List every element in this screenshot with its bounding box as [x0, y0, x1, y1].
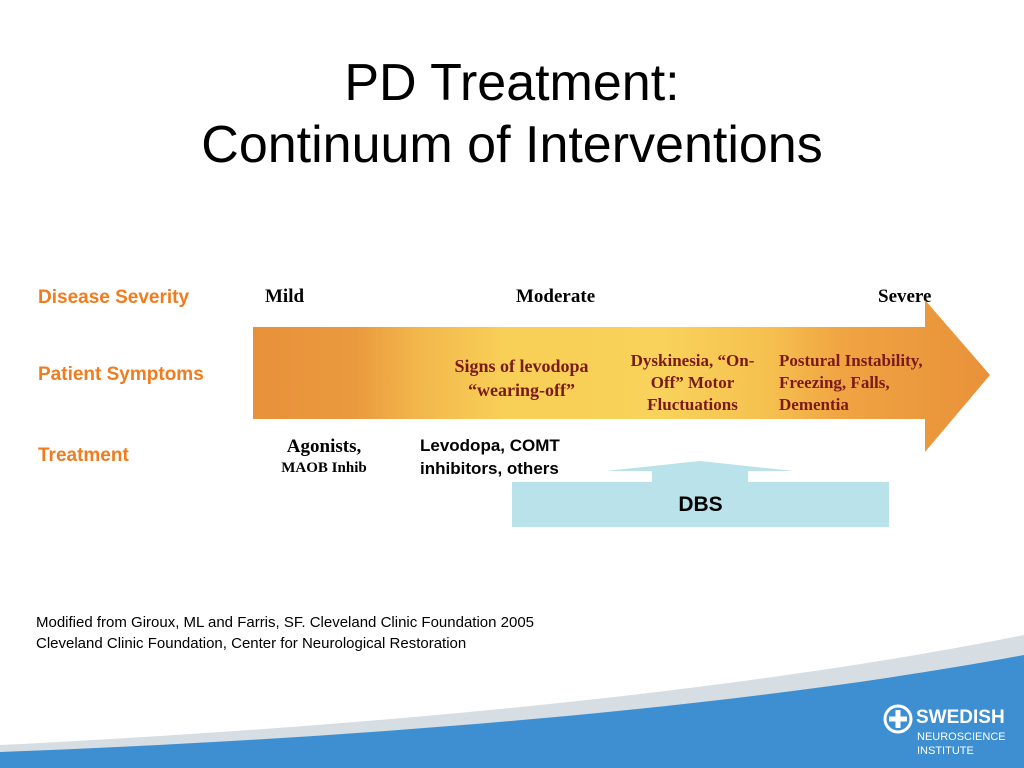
- symptom-wearing-off: Signs of levodopa “wearing-off”: [454, 356, 589, 400]
- severity-mild: Mild: [265, 286, 305, 307]
- symptom-postural-instability: Postural Instability, Freezing, Falls, D…: [779, 351, 923, 414]
- page-title: PD Treatment: Continuum of Interventions: [0, 52, 1024, 176]
- title-line-2: Continuum of Interventions: [201, 116, 823, 174]
- symptom-dyskinesia: Dyskinesia, “On- Off” Motor Fluctuations: [630, 351, 755, 414]
- logo-subtitle: NEUROSCIENCE INSTITUTE: [917, 731, 1006, 757]
- patient-symptoms-label: Patient Symptoms: [38, 364, 204, 385]
- logo-swedish: SWEDISH: [916, 707, 1005, 728]
- treatment-agonists: Agonists, MAOB Inhib: [281, 436, 367, 476]
- source-citation: Modified from Giroux, ML and Farris, SF.…: [36, 614, 535, 652]
- treatment-levodopa: Levodopa, COMT inhibitors, others: [420, 436, 560, 478]
- treatment-label: Treatment: [38, 445, 129, 466]
- title-line-1: PD Treatment:: [344, 54, 680, 112]
- dbs-up-arrow: [606, 461, 794, 483]
- severity-moderate: Moderate: [516, 286, 596, 307]
- swedish-logo-icon: [883, 704, 913, 734]
- dbs-box: DBS: [512, 482, 889, 527]
- disease-severity-label: Disease Severity: [38, 287, 190, 308]
- severity-severe: Severe: [878, 286, 932, 307]
